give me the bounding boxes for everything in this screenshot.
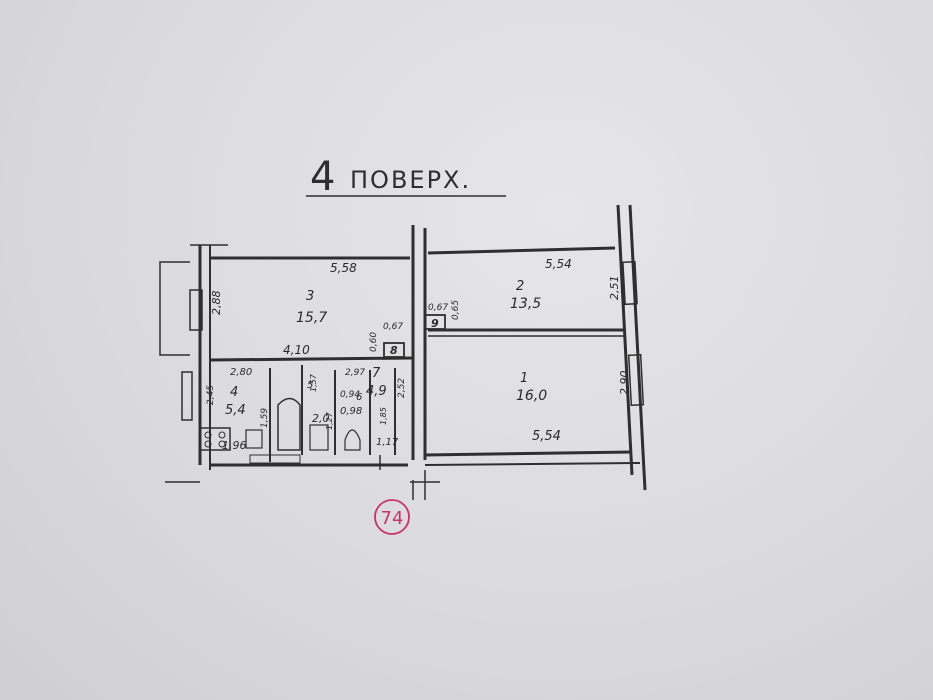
- room-7-number: 7: [372, 366, 381, 381]
- walls: [159, 204, 647, 500]
- dim-067: 0,67: [383, 322, 403, 332]
- room-9-number: 9: [431, 317, 439, 330]
- wall-room3-bottom: [209, 356, 414, 362]
- dim-067b: 0,67: [428, 303, 448, 313]
- dim-127: 1,27: [325, 411, 334, 430]
- window-right-top: [622, 260, 638, 306]
- dim-280: 2,80: [230, 367, 252, 378]
- burner-icon: [204, 431, 212, 439]
- dim-left-room3: 2,88: [210, 291, 223, 316]
- room-3-area: 15,7: [296, 310, 327, 326]
- dim-094: 0,94: [340, 390, 360, 400]
- wall-top-right: [427, 246, 616, 255]
- stove-icon: [199, 427, 231, 451]
- burner-icon: [204, 440, 212, 448]
- room-3-number: 3: [306, 289, 314, 304]
- toilet-icon: [344, 429, 361, 451]
- dim-bottom-right: 5,54: [532, 429, 561, 444]
- burner-icon: [218, 440, 226, 448]
- burner-icon: [218, 431, 226, 439]
- washbasin-icon: [309, 424, 329, 451]
- room-4-number: 4: [230, 385, 238, 400]
- room-6-area: 0,98: [340, 406, 362, 417]
- bathtub-icon: [277, 397, 301, 451]
- room-7-area: 4,9: [366, 384, 387, 399]
- dimension-labels: 5,58 5,54 2,88 2,51 2,90 5,54 4,10 0,60 …: [206, 257, 631, 452]
- dim-297: 2,97: [345, 368, 365, 378]
- room-5-number: 5: [307, 380, 313, 391]
- dim-252: 2,52: [397, 378, 407, 398]
- dim-159: 1,59: [260, 408, 270, 428]
- room-1-number: 1: [520, 371, 528, 386]
- stamp: 74: [374, 499, 410, 535]
- dim-right-room1: 2,90: [618, 371, 631, 396]
- window-left-bottom: [181, 371, 193, 421]
- dim-185: 1,85: [379, 407, 388, 425]
- room-2-area: 13,5: [510, 296, 541, 312]
- dim-top-left: 5,58: [330, 261, 357, 275]
- room-5-area: 2,0: [312, 412, 330, 425]
- wall-right-b: [628, 204, 647, 491]
- closet-9-box: [424, 314, 446, 330]
- dim-196: 1,96: [222, 439, 247, 452]
- page-title: 4 ПОВЕРХ.: [306, 154, 506, 200]
- window-left-top: [189, 289, 203, 331]
- room-2-number: 2: [516, 279, 524, 294]
- title-number: 4: [310, 154, 335, 200]
- wall-bottom-right-a: [424, 450, 633, 457]
- wall-right-a: [616, 204, 634, 476]
- balcony-left: [159, 261, 190, 356]
- closet-8-box: [383, 342, 405, 358]
- dim-157: 1,57: [309, 373, 318, 392]
- dim-065: 0,65: [451, 300, 461, 320]
- dim-117: 1,17: [376, 437, 399, 448]
- dim-top-right: 5,54: [545, 257, 572, 271]
- title-word: ПОВЕРХ.: [350, 166, 471, 194]
- room-8-number: 8: [390, 344, 398, 357]
- stamp-circle: [374, 499, 410, 535]
- room-1-area: 16,0: [516, 388, 547, 404]
- dim-245: 2,45: [206, 385, 216, 405]
- stamp-number: 74: [381, 508, 404, 529]
- dim-right-room2: 2,51: [608, 276, 621, 301]
- window-right-bottom: [627, 353, 645, 407]
- room-labels: 3 15,7 2 13,5 1 16,0 4 5,4 7 4,9 8 9 5 2…: [225, 279, 547, 425]
- radiator: [249, 454, 301, 464]
- sink-icon: [245, 429, 263, 449]
- room-4-area: 5,4: [225, 403, 246, 418]
- dim-room3-bottom: 4,10: [283, 343, 310, 357]
- room-6-number: 6: [356, 392, 362, 403]
- dim-060: 0,60: [369, 332, 379, 352]
- wall-bottom-right-b: [424, 462, 641, 466]
